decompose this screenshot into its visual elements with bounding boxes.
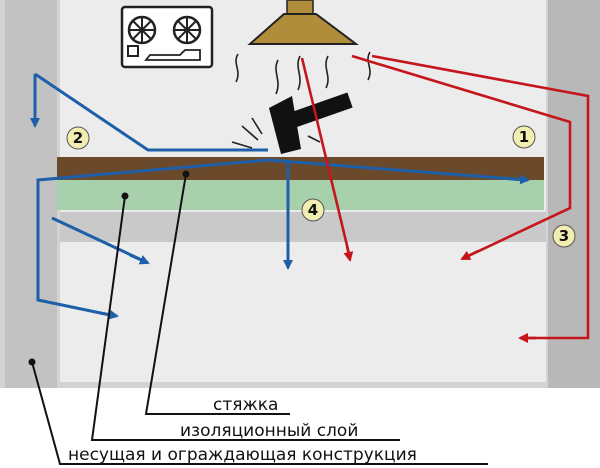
marker-1: 1: [512, 125, 536, 149]
ceiling-lamp-icon: [235, 0, 371, 95]
lower-room: [60, 242, 546, 382]
right-wall: [548, 0, 600, 388]
svg-text:2: 2: [73, 129, 83, 147]
marker-2: 2: [66, 126, 90, 150]
hammer-icon: [269, 92, 353, 154]
marker-3: 3: [552, 224, 576, 248]
label-area: [0, 388, 600, 468]
impact-noise-arrowheads: [30, 110, 530, 320]
screed-layer: [57, 157, 544, 180]
label-structure: несущая и ограждающая конструкция: [68, 445, 417, 465]
svg-text:1: 1: [519, 128, 529, 146]
svg-text:4: 4: [308, 201, 318, 219]
leader-dots: [28, 170, 190, 366]
impact-lines: [231, 117, 321, 149]
insulation-layer: [57, 180, 544, 210]
marker-4: 4: [301, 198, 325, 222]
svg-text:3: 3: [559, 227, 569, 245]
label-insulation: изоляционный слой: [180, 421, 358, 441]
leader-lines: [31, 173, 488, 465]
airborne-noise-paths: [300, 54, 590, 340]
label-screed: стяжка: [213, 395, 278, 415]
airborne-noise-arrowheads: [343, 245, 536, 343]
tape-recorder-icon: [120, 5, 214, 69]
floor-slab: [60, 212, 546, 242]
left-wall: [5, 0, 57, 388]
